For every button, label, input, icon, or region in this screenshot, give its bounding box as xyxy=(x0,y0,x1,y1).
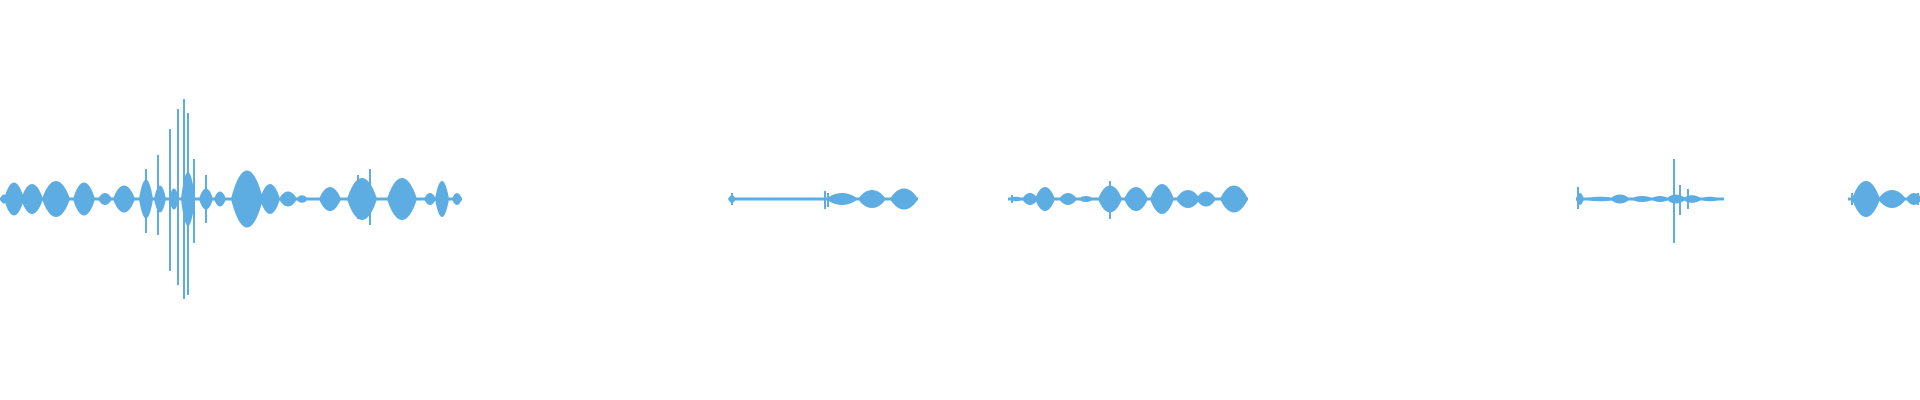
waveform-segment xyxy=(858,190,886,208)
waveform-segment xyxy=(1078,196,1094,202)
waveform-segment xyxy=(1022,193,1038,205)
waveform-segment xyxy=(231,170,263,228)
waveform-segment xyxy=(1852,181,1880,217)
waveform-segment xyxy=(387,178,417,220)
waveform-segment xyxy=(452,193,462,205)
waveform-segment xyxy=(1610,194,1630,204)
waveform-segment xyxy=(1878,190,1906,208)
waveform-segment xyxy=(347,178,377,220)
audio-clip-2 xyxy=(728,188,918,210)
waveform-segment xyxy=(890,188,918,210)
waveform-segment xyxy=(4,182,24,216)
waveform-segment xyxy=(98,193,112,205)
waveform-segment xyxy=(1150,184,1174,214)
waveform-segment xyxy=(1035,187,1055,211)
waveform-segment xyxy=(798,197,826,201)
waveform-segment xyxy=(1580,196,1620,202)
waveform-segment xyxy=(1196,191,1216,207)
waveform-segment xyxy=(424,193,436,205)
waveform-segment xyxy=(1698,196,1722,202)
waveform-segment xyxy=(826,193,858,205)
waveform-segment xyxy=(1124,187,1148,211)
waveform-segment xyxy=(296,195,308,203)
waveform-segment xyxy=(1176,190,1200,208)
waveform-segment xyxy=(1650,196,1670,202)
waveform-segment xyxy=(154,185,166,213)
audio-clip-4 xyxy=(1576,159,1724,243)
audio-clip-3 xyxy=(1008,181,1248,219)
waveform-segment xyxy=(214,191,226,207)
waveform-segment xyxy=(279,191,297,207)
waveform-segment xyxy=(1220,185,1248,213)
waveform-segment xyxy=(42,181,70,217)
audio-clip-5 xyxy=(1848,181,1920,217)
waveform-segment xyxy=(260,184,280,214)
waveform-segment xyxy=(113,185,135,213)
waveform-segment xyxy=(1008,196,1024,202)
waveform-segment xyxy=(319,187,341,211)
waveform-segment xyxy=(21,184,43,214)
waveform-segment xyxy=(1059,193,1077,205)
waveform-segment xyxy=(1630,196,1654,202)
waveform-segment xyxy=(73,182,95,216)
waveform-segment xyxy=(732,198,788,200)
waveform-segment xyxy=(1906,193,1920,205)
audio-clip-1 xyxy=(0,99,462,299)
waveform-segment xyxy=(435,181,449,217)
waveform-segment xyxy=(169,188,179,210)
